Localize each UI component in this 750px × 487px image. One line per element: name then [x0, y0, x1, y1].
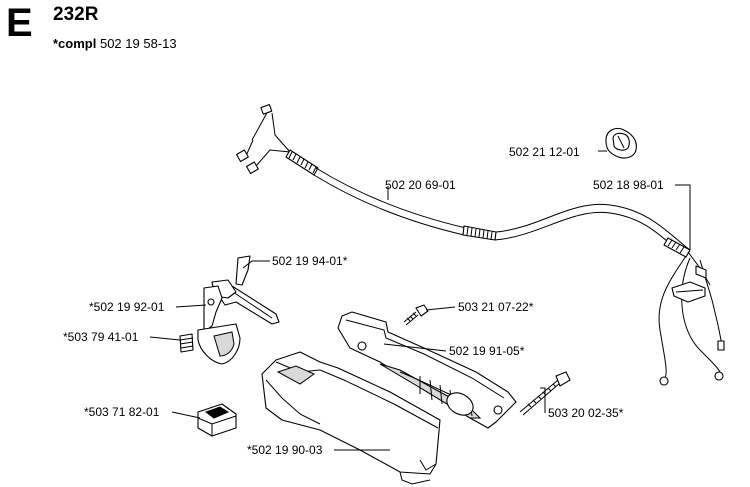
clip-drawing: [605, 127, 637, 159]
compl-label: *compl: [53, 36, 97, 51]
stop-switch-drawing: [197, 403, 237, 437]
part-number-stop-switch: *503 71 82-01: [84, 405, 160, 419]
part-number-lockout: *502 19 92-01: [89, 300, 165, 314]
part-number-screw-top: 503 21 07-22*: [458, 300, 534, 314]
part-number-handle-half-right: 502 19 91-05*: [449, 344, 525, 358]
part-number-spring: *503 79 41-01: [63, 330, 139, 344]
trigger-drawing: [179, 255, 280, 365]
screws-drawing: [403, 304, 571, 416]
part-number-screw-long: 503 20 02-35*: [548, 406, 624, 420]
compl-number: 502 19 58-13: [99, 36, 177, 51]
part-number-clip: 502 21 12-01: [509, 145, 580, 159]
cable-drawing: [235, 103, 725, 386]
handle-half-left-drawing: [261, 351, 441, 485]
leader-lines: [149, 150, 691, 451]
handle-half-right-drawing: [337, 311, 517, 429]
model-title: 232R: [53, 4, 99, 25]
part-number-handle-half-left: *502 19 90-03: [247, 443, 323, 457]
part-number-throttle-trigger: 502 19 94-01*: [272, 254, 348, 268]
part-number-cable: 502 20 69-01: [385, 178, 456, 192]
complete-assembly-note: *compl 502 19 58-13: [53, 36, 177, 52]
section-letter: E: [6, 1, 33, 45]
part-number-labels: 502 20 69-01 502 21 12-01 502 18 98-01 5…: [63, 145, 664, 457]
part-number-wire-harness: 502 18 98-01: [593, 178, 664, 192]
